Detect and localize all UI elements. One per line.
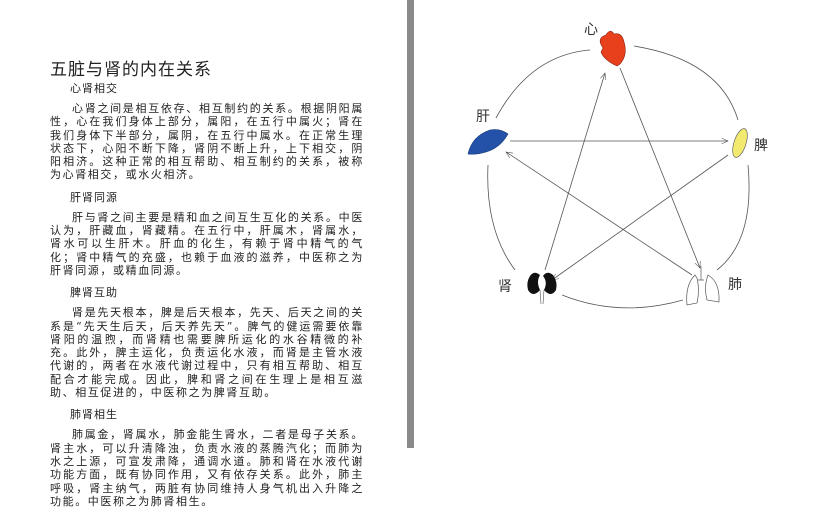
label-kidney: 肾 bbox=[498, 279, 512, 295]
section-heading: 心肾相交 bbox=[70, 82, 118, 95]
heart-icon bbox=[599, 30, 626, 67]
section-lung-kidney: 肺肾相生 肺属金，肾属水，肺金能生肾水，二者是母子关系。肾主水，可以升清降浊，负… bbox=[50, 408, 364, 508]
arrow-lung-liver bbox=[506, 152, 693, 276]
arrow-spleen-kidney bbox=[552, 154, 729, 280]
section-spleen-kidney: 脾肾互助 肾是先天根本，脾是后天根本，先天、后天之间的关系是“先天生后天，后天养… bbox=[50, 286, 364, 399]
arc-heart-spleen bbox=[633, 45, 739, 121]
left-page: 五脏与肾的内在关系 心肾相交 心肾之间是相互依存、相互制约的关系。根据阴阳属性，… bbox=[0, 0, 407, 508]
liver-icon bbox=[467, 129, 509, 155]
five-organs-diagram: 心 脾 肺 肾 肝 bbox=[467, 22, 768, 309]
arc-liver-heart bbox=[495, 49, 591, 119]
lungs-icon bbox=[686, 266, 720, 306]
arc-spleen-lung bbox=[716, 164, 750, 271]
section-body: 心肾之间是相互依存、相互制约的关系。根据阴阳属性，心在我们身体上部分，属阳，在五… bbox=[50, 102, 364, 182]
spleen-icon bbox=[732, 128, 748, 158]
right-page: 心 脾 肺 肾 肝 bbox=[414, 0, 820, 448]
label-heart: 心 bbox=[584, 22, 598, 38]
label-lung: 肺 bbox=[728, 277, 742, 293]
kidney-icon bbox=[527, 272, 557, 305]
section-body: 肾是先天根本，脾是后天根本，先天、后天之间的关系是“先天生后天，后天养先天”。脾… bbox=[50, 306, 364, 400]
page-title: 五脏与肾的内在关系 bbox=[50, 60, 212, 80]
page-divider bbox=[407, 0, 414, 448]
section-heading: 肺肾相生 bbox=[70, 408, 118, 422]
arc-kidney-liver bbox=[487, 164, 516, 271]
arc-lung-kidney bbox=[561, 294, 684, 309]
cycle-arcs bbox=[487, 45, 750, 309]
section-heading: 脾肾互助 bbox=[70, 286, 118, 300]
control-arrows bbox=[506, 67, 729, 280]
arrow-kidney-heart bbox=[544, 73, 605, 271]
section-heart-kidney: 心肾相交 心肾之间是相互依存、相互制约的关系。根据阴阳属性，心在我们身体上部分，… bbox=[50, 82, 364, 182]
section-body: 肺属金，肾属水，肺金能生肾水，二者是母子关系。肾主水，可以升清降浊，负责水液的蒸… bbox=[50, 428, 364, 508]
section-body: 肝与肾之间主要是精和血之间互生互化的关系。中医认为，肝藏血，肾藏精。在五行中，肝… bbox=[50, 210, 364, 277]
section-liver-kidney: 肝肾同源 肝与肾之间主要是精和血之间互生互化的关系。中医认为，肝藏血，肾藏精。在… bbox=[50, 191, 364, 277]
label-liver: 肝 bbox=[476, 109, 490, 125]
section-heading: 肝肾同源 bbox=[70, 190, 118, 204]
arrow-heart-lung bbox=[619, 67, 700, 268]
article-content: 心肾相交 心肾之间是相互依存、相互制约的关系。根据阴阳属性，心在我们身体上部分，… bbox=[50, 82, 364, 517]
label-spleen: 脾 bbox=[754, 138, 768, 154]
